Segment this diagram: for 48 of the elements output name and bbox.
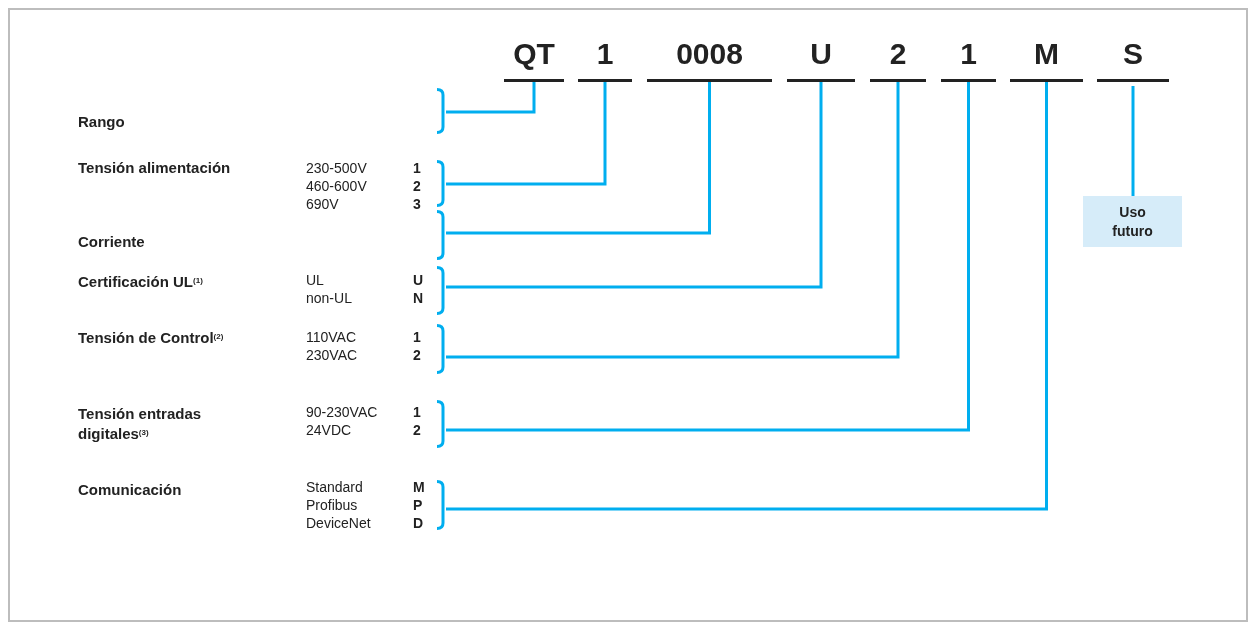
- connector-line: [446, 82, 900, 359]
- connector-line: [446, 82, 1048, 511]
- option-code: D: [413, 515, 424, 532]
- option-code: 1: [413, 404, 421, 421]
- code-segment: 2: [870, 36, 926, 82]
- option-text: DeviceNet: [306, 515, 371, 532]
- option-text: UL: [306, 272, 324, 289]
- code-segment: 0008: [647, 36, 772, 82]
- option-text: 110VAC: [306, 329, 357, 346]
- option-text: 690V: [306, 196, 339, 213]
- category-label: Certificación UL$^{(1)}$: [78, 272, 204, 292]
- option-code: P: [413, 497, 423, 514]
- category-label: Corriente: [78, 232, 146, 252]
- connector-line: [446, 82, 970, 432]
- category-label: Tensión de Control$^{(2)}$: [78, 328, 225, 348]
- code-segment: S: [1097, 36, 1169, 82]
- connector-line: [446, 82, 711, 235]
- code-segment: QT: [504, 36, 564, 82]
- connector-line: [446, 82, 823, 289]
- option-text: 230VAC: [306, 347, 358, 364]
- option-text: 24VDC: [306, 422, 352, 439]
- code-segment: U: [787, 36, 855, 82]
- option-code: 2: [413, 422, 421, 439]
- category-label: Comunicación: [78, 480, 183, 500]
- option-code: N: [413, 290, 424, 307]
- option-code: M: [413, 479, 425, 496]
- connector-line: [446, 82, 536, 114]
- category-label: Tensión entradas digitales$^{(3)}$: [78, 404, 203, 444]
- note-box: Uso futuro: [1083, 196, 1182, 247]
- code-segment: 1: [941, 36, 996, 82]
- connector-line: [1131, 86, 1135, 196]
- option-code: 1: [413, 329, 421, 346]
- option-text: 230-500V: [306, 160, 367, 177]
- option-code: 3: [413, 196, 421, 213]
- code-segment: 1: [578, 36, 632, 82]
- option-text: 90-230VAC: [306, 404, 378, 421]
- category-label: Rango: [78, 112, 126, 132]
- option-code: 1: [413, 160, 421, 177]
- option-code: U: [413, 272, 424, 289]
- option-text: Standard: [306, 479, 363, 496]
- option-text: Profibus: [306, 497, 358, 514]
- option-text: non-UL: [306, 290, 352, 307]
- option-code: 2: [413, 347, 421, 364]
- code-segment: M: [1010, 36, 1083, 82]
- category-label: Tensión alimentación: [78, 158, 232, 178]
- connector-line: [446, 82, 607, 186]
- option-code: 2: [413, 178, 421, 195]
- option-text: 460-600V: [306, 178, 367, 195]
